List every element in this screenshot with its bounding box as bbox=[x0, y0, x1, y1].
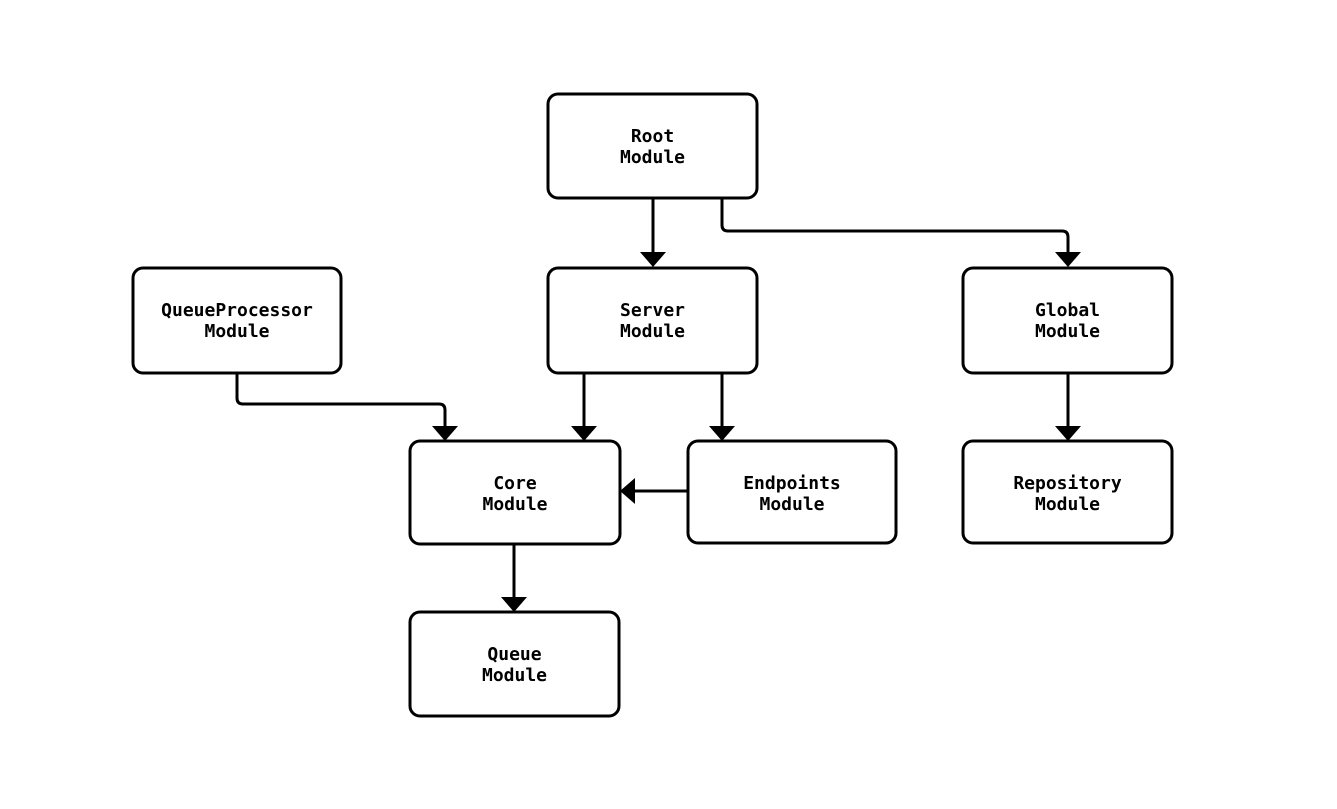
node-label-line2: Module bbox=[1035, 494, 1100, 515]
edge-core-module-to-queue-module bbox=[501, 544, 527, 612]
node-label-line1: Server bbox=[620, 300, 685, 321]
node-label-line2: Module bbox=[482, 665, 547, 686]
node-repository-module: Repository Module bbox=[961, 439, 1174, 545]
edge-line bbox=[235, 373, 447, 426]
node-label-line1: Core bbox=[493, 473, 537, 494]
node-label-line1: Repository bbox=[1013, 473, 1122, 494]
arrowhead-down-icon bbox=[709, 426, 735, 441]
edge-line bbox=[720, 198, 1070, 252]
arrowhead-down-icon bbox=[1055, 426, 1081, 441]
edge-server-module-to-core-module bbox=[571, 373, 597, 441]
node-endpoints-module: Endpoints Module bbox=[686, 439, 898, 545]
node-box bbox=[546, 266, 759, 375]
node-label-line1: Root bbox=[631, 126, 674, 147]
arrowhead-left-icon bbox=[620, 478, 635, 504]
node-box bbox=[408, 439, 622, 546]
node-box bbox=[686, 439, 898, 545]
node-box bbox=[961, 266, 1174, 375]
arrowhead-down-icon bbox=[640, 252, 666, 267]
node-label-line1: Global bbox=[1035, 300, 1100, 321]
edge-root-module-to-server-module bbox=[640, 198, 666, 267]
node-box bbox=[131, 266, 343, 375]
node-label-line1: Endpoints bbox=[743, 473, 841, 494]
node-box bbox=[408, 610, 621, 718]
arrowhead-down-icon bbox=[501, 597, 527, 612]
node-root-module: Root Module bbox=[546, 92, 759, 200]
edge-global-module-to-repository-module bbox=[1055, 373, 1081, 441]
node-label-line1: QueueProcessor bbox=[161, 300, 313, 321]
node-label-line2: Module bbox=[204, 321, 269, 342]
edge-server-module-to-endpoints-module bbox=[709, 373, 735, 441]
edge-endpoints-module-to-core-module bbox=[620, 478, 688, 504]
node-label-line2: Module bbox=[1035, 321, 1100, 342]
node-box bbox=[961, 439, 1174, 545]
node-label-line2: Module bbox=[620, 321, 685, 342]
edge-queueprocessor-module-to-core-module bbox=[235, 373, 458, 441]
node-label-line2: Module bbox=[620, 147, 685, 168]
node-queueprocessor-module: QueueProcessor Module bbox=[131, 266, 343, 375]
arrowhead-down-icon bbox=[1055, 252, 1081, 267]
node-global-module: Global Module bbox=[961, 266, 1174, 375]
node-queue-module: Queue Module bbox=[408, 610, 621, 718]
arrowhead-down-icon bbox=[571, 426, 597, 441]
node-label-line2: Module bbox=[482, 494, 547, 515]
arrowhead-down-icon bbox=[432, 426, 458, 441]
node-server-module: Server Module bbox=[546, 266, 759, 375]
node-label-line1: Queue bbox=[487, 644, 541, 665]
edge-root-module-to-global-module bbox=[720, 198, 1081, 267]
node-core-module: Core Module bbox=[408, 439, 622, 546]
node-label-line2: Module bbox=[759, 494, 824, 515]
node-box bbox=[546, 92, 759, 200]
